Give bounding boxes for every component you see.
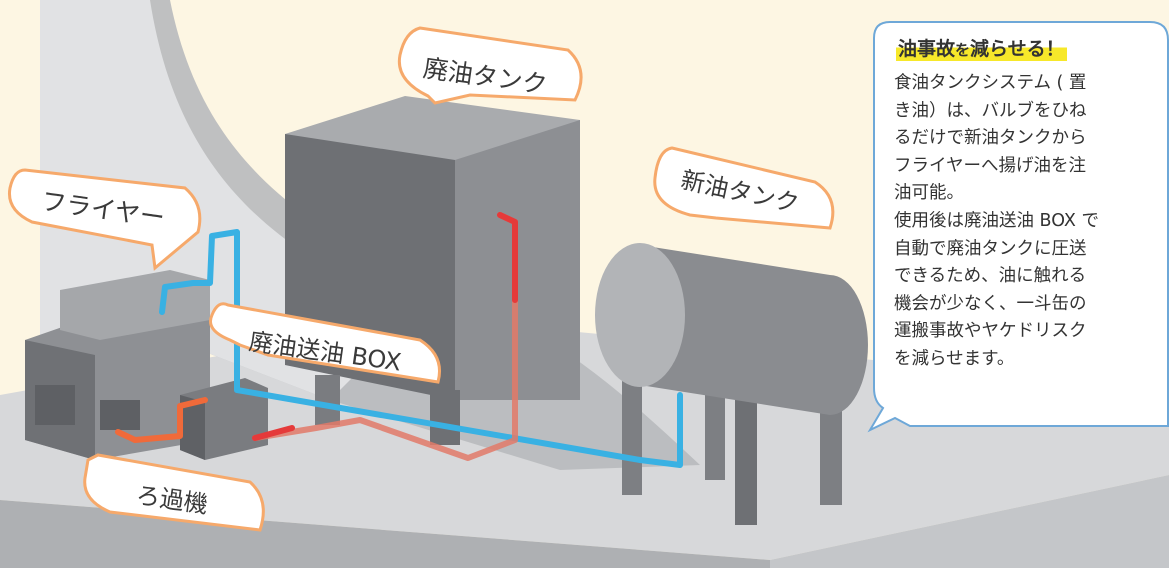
waste-oil-tank-graphic <box>285 96 580 445</box>
info-line: 自動で廃油タンクに圧送 <box>894 238 1087 259</box>
callout-waste-oil-tank: 廃油タンク <box>397 26 583 105</box>
filter-pipe <box>115 397 208 443</box>
info-line: 油可能。 <box>894 183 964 204</box>
info-line: を減らせます。 <box>894 348 1015 369</box>
new-oil-pipe <box>159 229 683 468</box>
info-line: 機会が少なく、一斗缶の <box>894 293 1087 314</box>
new-oil-tank-graphic <box>595 243 868 525</box>
info-box: 油事故を減らせる！ 食油タンクシステム ( 置 き油）は、バルブをひね るだけで… <box>874 22 1168 426</box>
info-box-title: 油事故を減らせる！ <box>896 34 1067 61</box>
waste-oil-pipe-box <box>252 425 295 441</box>
info-box-body: 食油タンクシステム ( 置 き油）は、バルブをひね るだけで新油タンクから フラ… <box>894 70 1166 374</box>
fryer-graphic <box>25 270 210 460</box>
info-line: 使用後は廃油送油 BOX で <box>894 210 1099 231</box>
info-line: できるため、油に触れる <box>894 266 1087 287</box>
info-line: き油）は、バルブをひね <box>894 100 1087 121</box>
info-paragraph-2: 使用後は廃油送油 BOX で 自動で廃油タンクに圧送 できるため、油に触れる 機… <box>894 208 1166 374</box>
pipes <box>115 212 683 468</box>
info-line: 食油タンクシステム ( 置 <box>894 73 1087 93</box>
waste-oil-pipe-top <box>497 212 518 303</box>
info-box-frame <box>867 21 1169 433</box>
info-line: るだけで新油タンクから <box>894 128 1087 149</box>
floor-edge-right <box>770 475 1169 568</box>
callout-filter: ろ過機 <box>83 453 265 532</box>
info-line: フライヤーへ揚げ油を注 <box>894 155 1086 176</box>
callout-fryer: フライヤー <box>7 168 202 271</box>
callout-new-oil-tank: 新油タンク <box>653 146 835 230</box>
info-paragraph-1: 食油タンクシステム ( 置 き油）は、バルブをひね るだけで新油タンクから フラ… <box>894 70 1166 208</box>
info-line: 運搬事故やヤケドリスク <box>894 321 1087 342</box>
